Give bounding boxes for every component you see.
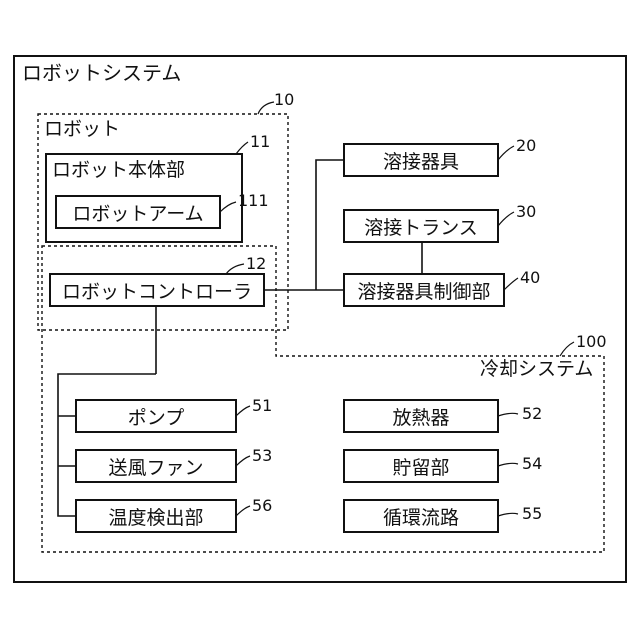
welding-tool-control-label: 溶接器具制御部 [344, 274, 504, 306]
blower-fan-label: 送風ファン [76, 450, 236, 482]
cooling-system-label: 冷却システム [480, 360, 593, 379]
robot-arm-ref: 111 [238, 193, 269, 209]
welding-transformer-label: 溶接トランス [344, 210, 498, 242]
circulation-path-ref: 55 [522, 506, 542, 522]
welding-tool-label: 溶接器具 [344, 144, 498, 176]
reservoir-label: 貯留部 [344, 450, 498, 482]
radiator-ref: 52 [522, 406, 542, 422]
controller-label: ロボットコントローラ [50, 274, 264, 306]
robot-body-ref: 11 [250, 134, 270, 150]
blower-fan-ref: 53 [252, 448, 272, 464]
temp-detector-label: 温度検出部 [76, 500, 236, 532]
welding-tool-ref: 20 [516, 138, 536, 154]
controller-ref: 12 [246, 256, 266, 272]
robot-ref: 10 [274, 92, 294, 108]
robot-body-label: ロボット本体部 [52, 161, 185, 180]
welding-transformer-ref: 30 [516, 204, 536, 220]
circulation-path-label: 循環流路 [344, 500, 498, 532]
temp-detector-ref: 56 [252, 498, 272, 514]
cooling-system-ref: 100 [576, 334, 607, 350]
robot-label: ロボット [44, 120, 120, 139]
reservoir-ref: 54 [522, 456, 542, 472]
welding-tool-control-ref: 40 [520, 270, 540, 286]
robot-system-title: ロボットシステム [22, 63, 181, 83]
pump-label: ポンプ [76, 400, 236, 432]
robot-arm-label: ロボットアーム [56, 196, 220, 228]
pump-ref: 51 [252, 398, 272, 414]
radiator-label: 放熱器 [344, 400, 498, 432]
